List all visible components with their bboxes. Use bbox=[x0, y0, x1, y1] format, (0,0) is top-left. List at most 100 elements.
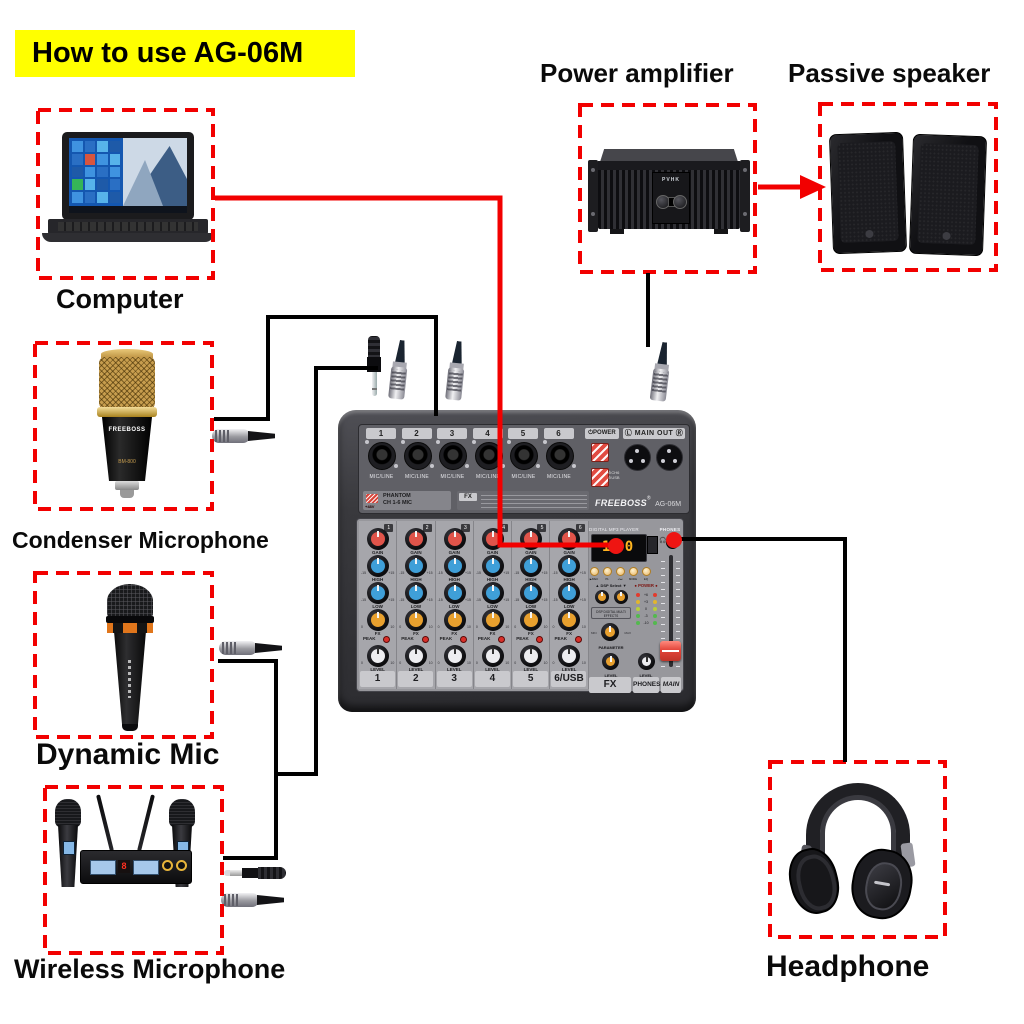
low-eq-knob bbox=[520, 582, 543, 604]
fx-label: FX bbox=[459, 493, 477, 501]
channel-number-tab: 2 bbox=[401, 428, 432, 439]
main-out-xlr-right bbox=[656, 444, 683, 471]
phones-bottom-tab: PHONES bbox=[633, 677, 660, 693]
low-eq-knob bbox=[443, 582, 466, 604]
condenser-brand: FREEBOSS bbox=[108, 427, 146, 433]
xlr-plug-main-out bbox=[648, 341, 673, 405]
peak-led bbox=[574, 636, 582, 643]
receiver-lcd-left bbox=[90, 860, 116, 875]
combo-jack bbox=[474, 442, 503, 470]
condenser-mic-body: FREEBOSS BM-800 bbox=[102, 417, 152, 481]
level-knob bbox=[558, 645, 581, 667]
fx-bottom-tab: FX bbox=[589, 677, 631, 693]
laptop-wallpaper-mountain bbox=[123, 138, 187, 206]
fx-program-list: FX bbox=[457, 491, 589, 510]
main-out-label: Ⓛ MAIN OUT Ⓡ bbox=[623, 428, 685, 439]
high-eq-knob bbox=[520, 555, 543, 577]
gain-knob bbox=[367, 528, 389, 550]
strip-bottom-tab: 5 bbox=[513, 671, 549, 687]
dynamic-mic-neck bbox=[106, 616, 154, 623]
input-jack-cell: 5 MIC/LINE bbox=[507, 428, 540, 490]
main-fader-column: PHONES 🎧 bbox=[659, 527, 681, 687]
passive-speaker-right bbox=[908, 133, 988, 257]
level-knob bbox=[481, 645, 504, 667]
main-fader-cap bbox=[660, 641, 681, 661]
amplifier-brand: PVHK bbox=[662, 177, 680, 183]
fx-level-label: LEVEL bbox=[604, 673, 618, 678]
receiver-digit-display: 8 bbox=[118, 860, 130, 873]
mp3-button: ▶/REC bbox=[589, 567, 599, 585]
power-switch bbox=[591, 443, 609, 462]
input-jack-cell: 3 MIC/LINE bbox=[436, 428, 469, 490]
condenser-mic-connector bbox=[115, 481, 139, 490]
xlr-plug-dynamic bbox=[219, 639, 283, 657]
peak-led bbox=[498, 636, 506, 643]
fx-send-knob bbox=[367, 609, 389, 631]
mic-line-label: MIC/LINE bbox=[511, 474, 536, 480]
headphone-caption: Headphone bbox=[766, 950, 930, 983]
fader-scale-left bbox=[661, 555, 665, 667]
wireless-caption: Wireless Microphone bbox=[14, 954, 286, 984]
computer-caption: Computer bbox=[56, 284, 184, 314]
phantom-switch-icon bbox=[366, 494, 378, 503]
laptop-taskbar bbox=[69, 206, 187, 213]
low-eq-knob bbox=[558, 582, 581, 604]
laptop-display bbox=[69, 138, 187, 213]
combo-jack bbox=[510, 442, 538, 470]
peak-led bbox=[459, 636, 467, 643]
strip-bottom-tab: 3 bbox=[436, 671, 472, 687]
mic-line-label: MIC/LINE bbox=[546, 474, 572, 480]
meter-row: -3 bbox=[633, 612, 659, 619]
mp3-button: MODE bbox=[628, 567, 638, 585]
channel-number-tab: 6 bbox=[543, 428, 574, 439]
fx-send-knob bbox=[558, 609, 581, 631]
input-jack-cell: 6 MIC/LINE bbox=[542, 428, 576, 490]
combo-jack bbox=[368, 442, 396, 470]
fx-level-knob bbox=[602, 653, 619, 670]
dsp-effects-label: DSP DIGITAL MULTI EFFECTS bbox=[591, 607, 631, 619]
wireless-antenna-left bbox=[96, 794, 114, 852]
combo-jack bbox=[545, 442, 574, 470]
high-eq-knob bbox=[367, 555, 389, 577]
headphone-icon: 🎧 bbox=[659, 538, 667, 544]
mp3-button-cap bbox=[615, 567, 625, 576]
condenser-caption: Condenser Microphone bbox=[12, 527, 269, 553]
mp3-display-digits: 110 bbox=[601, 539, 637, 555]
wireless-handheld-mic-left bbox=[55, 799, 81, 893]
switch-side-labels: ≙CH6≙USB bbox=[608, 470, 620, 480]
mp3-button-cap bbox=[589, 567, 599, 576]
channel-number-tab: 4 bbox=[472, 428, 503, 439]
page-title: How to use AG-06M bbox=[32, 37, 304, 69]
mp3-button-cap bbox=[602, 567, 612, 576]
mic-line-label: MIC/LINE bbox=[475, 474, 501, 480]
level-knob bbox=[443, 645, 466, 667]
mic-line-label: MIC/LINE bbox=[440, 474, 465, 480]
fx-send-knob bbox=[481, 609, 504, 631]
fx-send-knob bbox=[443, 609, 466, 631]
dynamic-caption: Dynamic Mic bbox=[36, 738, 220, 771]
mixer-main-out-section: Ⓛ MAIN OUT Ⓡ bbox=[622, 428, 686, 490]
amplifier-feet bbox=[610, 229, 728, 234]
low-eq-knob bbox=[367, 582, 389, 604]
arrow-amp-to-speaker-head bbox=[800, 175, 826, 199]
passive-speaker-left bbox=[828, 131, 908, 255]
mp3-player-section: DIGITAL MP3 PLAYER 110 bbox=[589, 527, 658, 565]
receiver-knob bbox=[176, 860, 187, 871]
xlr-plug-channel2 bbox=[387, 339, 411, 403]
amplifier-center-panel: PVHK bbox=[652, 172, 690, 224]
phones-header: PHONES bbox=[659, 527, 681, 532]
mic-line-label: MIC/LINE bbox=[369, 474, 394, 480]
meter-row: 0 bbox=[633, 605, 659, 612]
mp3-button: +/⏭ bbox=[615, 567, 625, 585]
gain-knob bbox=[558, 528, 581, 550]
parameter-knob bbox=[601, 623, 619, 641]
condenser-model: BM-800 bbox=[118, 459, 136, 465]
high-eq-knob bbox=[443, 555, 466, 577]
input-jack-cell: 1 MIC/LINE bbox=[365, 428, 398, 490]
mp3-display: 110 bbox=[591, 534, 647, 562]
